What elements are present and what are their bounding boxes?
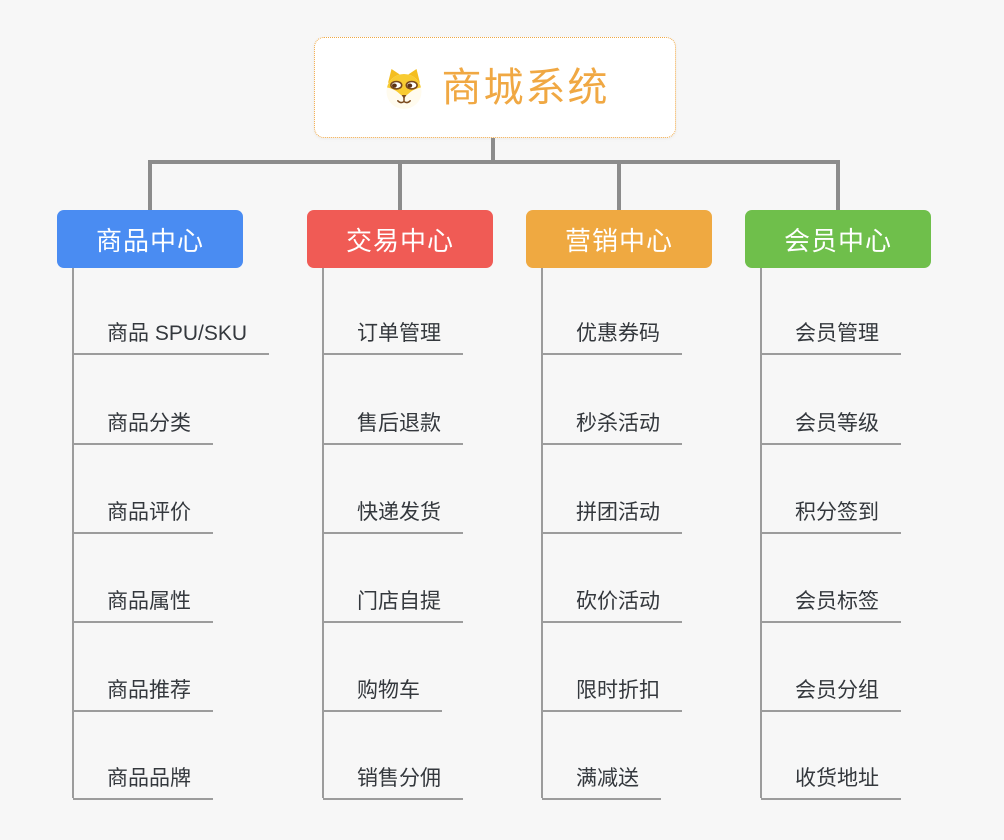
root-title: 商城系统: [441, 65, 610, 110]
leaf-topic[interactable]: 商品 SPU/SKU: [73, 322, 270, 355]
leaf-topic[interactable]: 订单管理: [323, 322, 463, 355]
leaf-topic[interactable]: 收货地址: [761, 767, 901, 800]
leaf-topic[interactable]: 优惠券码: [542, 322, 682, 355]
connector-root-stem: [491, 138, 495, 164]
connector-drop-product-center: [148, 160, 152, 210]
leaf-topic[interactable]: 会员管理: [761, 322, 901, 355]
leaf-topic[interactable]: 会员等级: [761, 412, 901, 445]
leaf-topic[interactable]: 门店自提: [323, 590, 463, 623]
leaf-topic[interactable]: 拼团活动: [542, 501, 682, 534]
leaf-topic[interactable]: 会员标签: [761, 590, 901, 623]
leaf-topic[interactable]: 会员分组: [761, 679, 901, 712]
leaf-topic[interactable]: 商品评价: [73, 501, 213, 534]
leaf-topic[interactable]: 商品推荐: [73, 679, 213, 712]
branch-header-marketing-center[interactable]: 营销中心: [526, 210, 712, 268]
connector-drop-trade-center: [398, 160, 402, 210]
connector-drop-member-center: [836, 160, 840, 210]
leaf-topic[interactable]: 砍价活动: [542, 590, 682, 623]
leaf-topic[interactable]: 销售分佣: [323, 767, 463, 800]
branch-header-trade-center[interactable]: 交易中心: [307, 210, 493, 268]
branch-header-product-center[interactable]: 商品中心: [57, 210, 243, 268]
leaf-topic[interactable]: 商品属性: [73, 590, 213, 623]
connector-drop-marketing-center: [617, 160, 621, 210]
leaf-topic[interactable]: 限时折扣: [542, 679, 682, 712]
connector-horizontal-bar: [148, 160, 840, 164]
leaf-topic[interactable]: 商品品牌: [73, 767, 213, 800]
root-node[interactable]: 商城系统: [314, 37, 676, 138]
leaf-topic[interactable]: 快递发货: [323, 501, 463, 534]
leaf-topic[interactable]: 商品分类: [73, 412, 213, 445]
leaf-topic[interactable]: 购物车: [323, 679, 442, 712]
leaf-topic[interactable]: 售后退款: [323, 412, 463, 445]
branch-header-member-center[interactable]: 会员中心: [745, 210, 931, 268]
leaf-topic[interactable]: 积分签到: [761, 501, 901, 534]
leaf-topic[interactable]: 满减送: [542, 767, 661, 800]
shiba-dog-icon: [381, 66, 427, 110]
leaf-topic[interactable]: 秒杀活动: [542, 412, 682, 445]
